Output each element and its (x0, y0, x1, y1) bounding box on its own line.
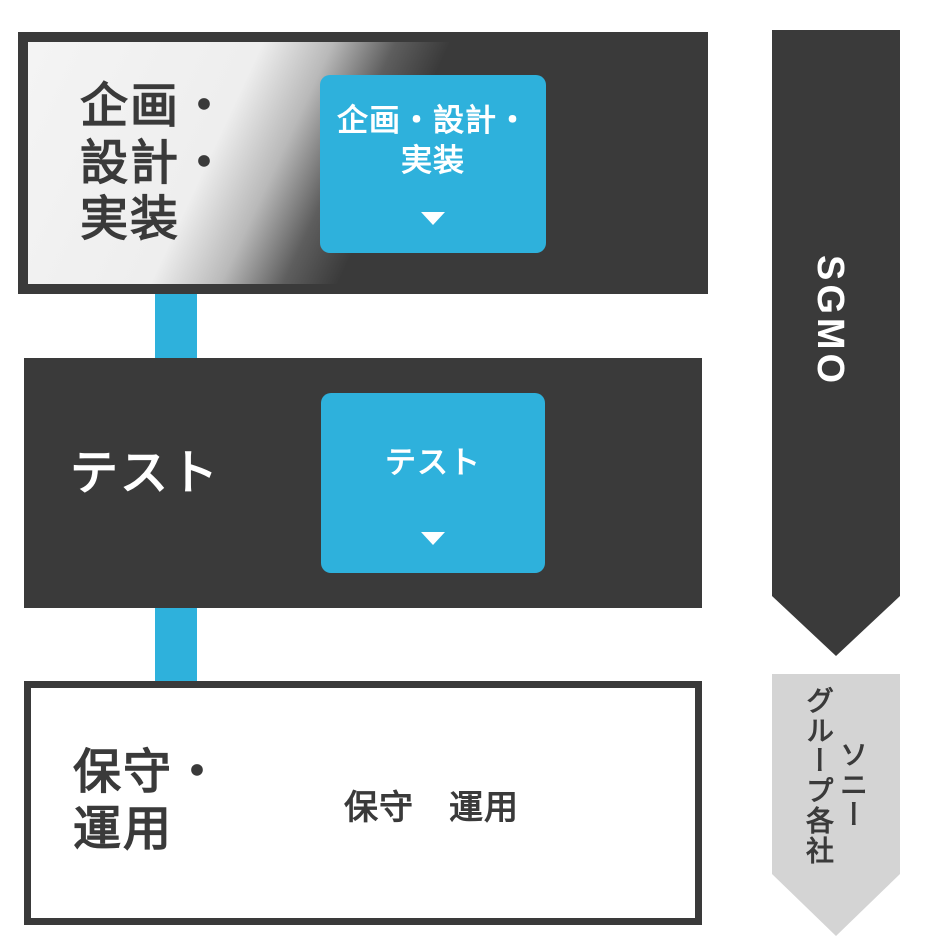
owner-label-sony: ソニー (836, 740, 869, 830)
phase-label-test: テスト (70, 445, 221, 501)
owner-label-sgmo: SGMO (809, 255, 851, 388)
connector-design-to-test (155, 294, 197, 358)
phase-test: テスト テスト (24, 358, 702, 608)
phase-label-planning: 企画・ 設計・ 実装 (80, 78, 231, 248)
activity-card-label: 企画・設計・ 実装 (337, 103, 529, 180)
phase-planning-design-implementation: 企画・ 設計・ 実装 企画・設計・ 実装 (18, 32, 708, 294)
phase-label-maintenance: 保守・ 運用 (73, 744, 224, 857)
connector-test-to-maintenance (155, 608, 197, 681)
triangle-down-icon (421, 212, 445, 225)
triangle-down-icon (421, 532, 445, 545)
activity-card-planning: 企画・設計・ 実装 (320, 75, 546, 253)
owner-arrow-sgmo (772, 30, 900, 656)
activity-text-maintenance: 保守 運用 (344, 788, 519, 828)
activity-card-test: テスト (321, 393, 545, 573)
owner-label-group-companies: グループ各社 (802, 686, 835, 866)
activity-card-label: テスト (385, 445, 481, 481)
owner-arrow-sony-group (772, 674, 900, 936)
phase-maintenance-operation: 保守・ 運用 保守 運用 (24, 681, 702, 925)
